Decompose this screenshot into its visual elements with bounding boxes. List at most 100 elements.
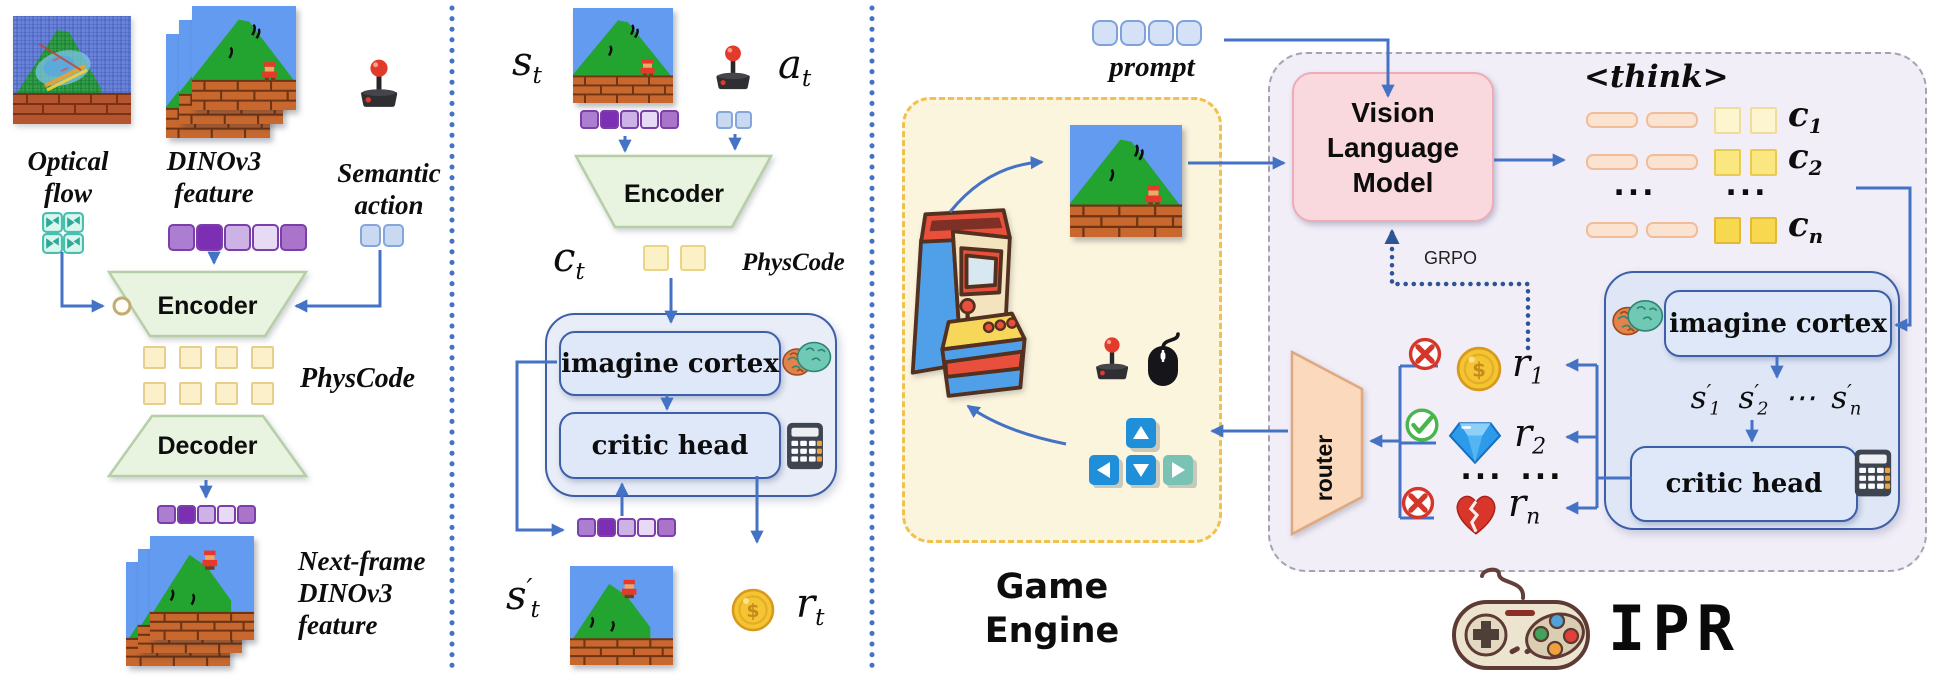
ipr-logo-label: IPR — [1608, 592, 1741, 665]
action-token-row — [716, 111, 752, 129]
feature-token — [168, 224, 195, 251]
arrow-keys-icon — [1089, 418, 1197, 488]
dino-token-row — [168, 224, 307, 251]
game-engine-label-line1: Game — [995, 567, 1109, 607]
next-frame-label-line2: DINOv3 — [298, 577, 393, 608]
think-text-token — [1586, 222, 1638, 238]
dinov3-feature-label: DINOv3 feature — [146, 146, 282, 210]
think-text-token — [1586, 112, 1638, 128]
decoder-label: Decoder — [157, 432, 258, 460]
vlm-label-line2: Language — [1326, 131, 1460, 163]
think-text-token — [1646, 154, 1698, 170]
think-text-token — [1646, 222, 1698, 238]
imagined-state-2: s′2 — [1738, 380, 1769, 420]
feature-token — [224, 224, 251, 251]
feature-token — [637, 518, 656, 537]
vlm-box: Vision Language Model — [1292, 72, 1494, 222]
dinov3-label-line1: DINOv3 — [166, 146, 262, 176]
encoder-label-2: Encoder — [623, 180, 725, 208]
joystick-icon — [356, 58, 402, 110]
feature-token — [660, 110, 679, 129]
code-token-c2 — [1750, 149, 1777, 176]
dinov3-frame-front — [192, 6, 296, 110]
critic-head-label: critic head — [591, 430, 749, 461]
optical-flow-label-line1: Optical — [27, 146, 109, 176]
router-label: router — [1311, 434, 1337, 502]
code-token-cn — [1714, 217, 1741, 244]
reward-ellipsis: ... — [1520, 452, 1564, 487]
dinov3-feature-stack — [166, 6, 314, 140]
imagined-state-n: s′n — [1831, 380, 1862, 420]
joystick-icon — [712, 44, 754, 92]
physcode-token-grid — [143, 346, 274, 405]
think-text-token — [1586, 154, 1638, 170]
code-token-c1 — [1714, 107, 1741, 134]
game-engine-label: Game Engine — [982, 566, 1122, 654]
broken-heart-icon — [1450, 490, 1502, 538]
imagine-cortex-box-2: imagine cortex — [1664, 290, 1892, 357]
action-token-row — [360, 224, 404, 247]
prompt-token — [1092, 20, 1118, 46]
physcode-token — [680, 245, 706, 271]
code-ellipsis: ... — [1725, 168, 1769, 203]
prompt-token — [1148, 20, 1174, 46]
grpo-label: GRPO — [1424, 248, 1478, 268]
feature-token — [252, 224, 279, 251]
coin-dollar-glyph: $ — [1472, 358, 1486, 381]
code-label: ct — [553, 235, 585, 286]
game-engine-label-line2: Engine — [984, 610, 1120, 651]
physcode-token — [251, 346, 274, 369]
action-token — [383, 224, 404, 247]
physcode-token-pair — [643, 245, 706, 271]
feature-token — [580, 110, 599, 129]
vlm-label: Vision Language Model — [1327, 95, 1459, 200]
imagined-states-row: s′1 s′2 ⋯ s′n — [1664, 382, 1888, 418]
feature-token — [157, 505, 176, 524]
imagined-states-cdots: ⋯ — [1784, 380, 1816, 417]
critic-head-box-2: critic head — [1630, 446, 1858, 522]
optical-flow-label-line2: flow — [43, 177, 92, 208]
critic-head-box: critic head — [559, 412, 781, 479]
action-token — [716, 111, 733, 129]
nextframe-token-row — [157, 505, 256, 524]
feature-token — [577, 518, 596, 537]
prompt-label: prompt — [1109, 51, 1195, 83]
physcode-token — [143, 382, 166, 405]
physcode-token — [143, 346, 166, 369]
vlm-label-line1: Vision — [1351, 96, 1435, 128]
brain-icon — [780, 338, 834, 382]
next-state-frame — [570, 566, 673, 665]
reward-label-n: rn — [1508, 481, 1541, 530]
reward-ellipsis: ... — [1460, 452, 1504, 487]
state-label: st — [512, 39, 542, 90]
calculator-icon — [786, 422, 824, 470]
brain-icon — [1610, 296, 1666, 342]
next-state-label: s′t — [506, 573, 540, 624]
feature-token — [617, 518, 636, 537]
feature-token — [196, 224, 223, 251]
feature-token — [620, 110, 639, 129]
joystick-icon — [1092, 336, 1132, 382]
code-token-c2 — [1714, 149, 1741, 176]
encoder-label: Encoder — [157, 292, 258, 320]
optical-flow-label: Optical flow — [6, 146, 130, 210]
nextframe-feature-stack — [126, 536, 272, 668]
prompt-token — [1176, 20, 1202, 46]
code-token-cn — [1750, 217, 1777, 244]
reward-label-1: r1 — [1512, 341, 1545, 390]
semantic-action-label-line1: Semantic — [337, 158, 441, 188]
physcode-token — [215, 346, 238, 369]
think-ellipsis: ... — [1613, 168, 1657, 203]
decoder-trapezoid — [106, 414, 309, 478]
next-frame-label-line3: feature — [298, 609, 378, 640]
code-label-1: c1 — [1788, 95, 1823, 138]
state-token-row — [580, 110, 679, 129]
arrow-opticalflow-to-encoder — [60, 252, 105, 313]
state-frame — [573, 8, 673, 103]
feature-token — [237, 505, 256, 524]
prompt-token — [1120, 20, 1146, 46]
vlm-label-line3: Model — [1352, 166, 1434, 198]
coin-icon: $ — [731, 588, 775, 632]
nextframe-front — [150, 536, 254, 640]
